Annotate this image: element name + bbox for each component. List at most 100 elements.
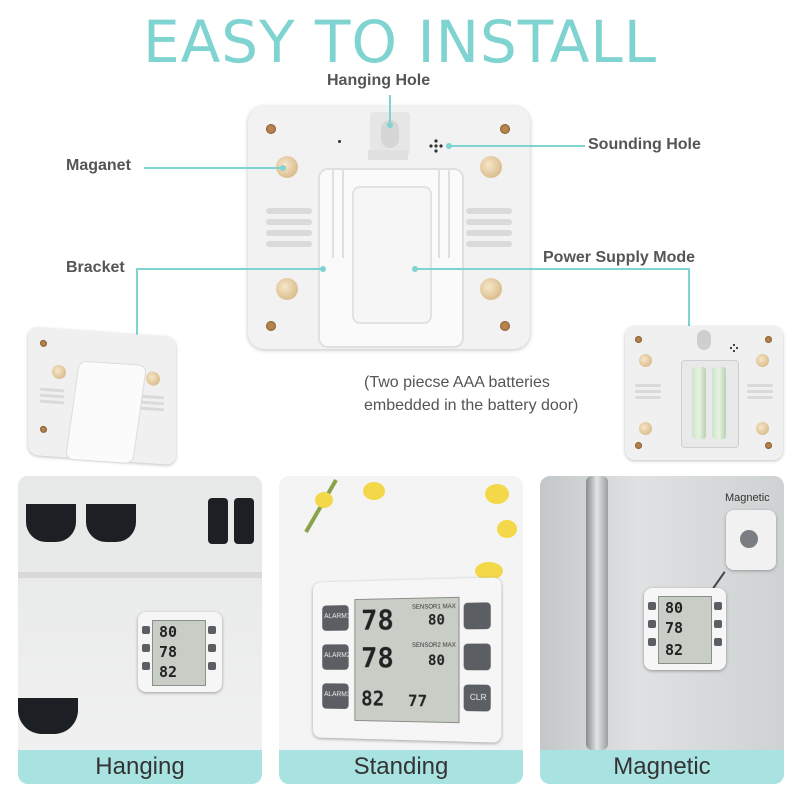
yellow-flower (497, 520, 517, 538)
clr-button[interactable]: CLR (464, 685, 491, 712)
temperature-readout: 82 (159, 663, 177, 681)
sounding-hole-icon (428, 138, 444, 154)
mode-button[interactable] (464, 644, 491, 671)
headline: EASY TO INSTALL (0, 8, 800, 76)
label-power-supply: Power Supply Mode (543, 249, 695, 267)
vent-right (140, 395, 164, 412)
screw (765, 442, 772, 449)
magnet (52, 365, 66, 380)
callout-dot (446, 143, 452, 149)
magnet (480, 278, 502, 300)
temperature-readout: 78 (665, 619, 683, 637)
mic-dot (338, 140, 341, 143)
sensor-label: SENSOR1 MAX (412, 604, 456, 611)
screw (266, 124, 276, 134)
vent-left (40, 388, 64, 405)
alarm-button[interactable] (648, 602, 656, 610)
label-bracket: Bracket (66, 259, 125, 277)
lcd-display: 80 78 82 (658, 596, 712, 664)
device-back (248, 106, 530, 349)
alarm2-button[interactable]: ALARM2 (322, 644, 348, 669)
alarm-button[interactable] (648, 638, 656, 646)
screw (500, 321, 510, 331)
callout-line (389, 95, 391, 125)
vent-right (466, 208, 512, 247)
mode-button[interactable] (208, 626, 216, 634)
caption-magnetic: Magnetic (540, 750, 784, 784)
magnet-icon (740, 530, 758, 548)
panel-magnetic: Magnetic 80 78 82 Magnetic (540, 476, 784, 784)
thermometer-unit: 80 78 82 (644, 588, 726, 670)
temperature-readout: 78 (361, 641, 394, 674)
temperature-readout: 80 (665, 599, 683, 617)
screw (765, 336, 772, 343)
temperature-readout: 80 (159, 623, 177, 641)
jar (234, 498, 254, 544)
magnet (639, 422, 652, 435)
vent-right (747, 384, 773, 399)
caption-hanging: Hanging (18, 750, 262, 784)
mode-button[interactable] (714, 602, 722, 610)
temperature-readout: 82 (361, 687, 384, 711)
temperature-readout: 82 (665, 641, 683, 659)
label-sounding-hole: Sounding Hole (588, 136, 701, 154)
callout-dot (320, 266, 326, 272)
screw (266, 321, 276, 331)
alarm-button[interactable] (142, 626, 150, 634)
vent-left (635, 384, 661, 399)
mode-button[interactable] (208, 644, 216, 652)
alarm-button[interactable] (142, 662, 150, 670)
bracket-arm-left (332, 168, 344, 258)
mode-button[interactable] (714, 638, 722, 646)
panel-standing: 78 SENSOR1 MAX 80 78 SENSOR2 MAX 80 82 7… (279, 476, 523, 784)
alarm3-button[interactable]: ALARM3 (322, 683, 348, 709)
callout-line (416, 268, 690, 270)
callout-dot (387, 122, 393, 128)
screw (40, 340, 47, 347)
yellow-flower (315, 492, 333, 508)
alarm1-button[interactable]: ALARM1 (322, 605, 348, 631)
mode-button[interactable] (464, 602, 491, 629)
bowl (86, 504, 136, 542)
hanging-hole-icon (697, 330, 711, 350)
callout-line (136, 268, 322, 270)
mode-button[interactable] (714, 620, 722, 628)
button-label: ALARM1 (324, 613, 350, 620)
button-label: ALARM3 (324, 691, 350, 698)
panel-hanging: 80 78 82 Hanging (18, 476, 262, 784)
bracket-open (65, 360, 147, 464)
button-label: ALARM2 (324, 652, 350, 659)
device-battery-view (625, 326, 783, 460)
caption-standing: Standing (279, 750, 523, 784)
yellow-flower (363, 482, 385, 500)
battery-aaa (712, 367, 726, 439)
label-hanging-hole: Hanging Hole (327, 72, 430, 90)
temperature-readout: 77 (408, 691, 427, 710)
alarm-button[interactable] (142, 644, 150, 652)
thermometer-unit: 80 78 82 (138, 612, 222, 692)
callout-line (712, 571, 725, 589)
thermometer-unit: 78 SENSOR1 MAX 80 78 SENSOR2 MAX 80 82 7… (313, 577, 501, 742)
fridge-handle (586, 476, 608, 750)
magnet (276, 278, 298, 300)
battery-compartment (681, 360, 739, 448)
screw (40, 426, 47, 433)
sensor-label: SENSOR2 MAX (412, 643, 456, 649)
magnet (480, 156, 502, 178)
temperature-readout: 80 (428, 612, 445, 628)
jar (208, 498, 228, 544)
mode-button[interactable] (208, 662, 216, 670)
temperature-readout: 78 (159, 643, 177, 661)
screw (500, 124, 510, 134)
lcd-display: 80 78 82 (152, 620, 206, 686)
lcd-display: 78 SENSOR1 MAX 80 78 SENSOR2 MAX 80 82 7… (354, 597, 459, 723)
device-stand-view (28, 327, 176, 465)
callout-line (144, 167, 282, 169)
magnet (756, 354, 769, 367)
temperature-readout: 78 (361, 603, 394, 636)
label-magnet: Maganet (66, 157, 131, 175)
magnet (639, 354, 652, 367)
magnetic-detail (726, 510, 776, 570)
screw (635, 336, 642, 343)
alarm-button[interactable] (648, 620, 656, 628)
